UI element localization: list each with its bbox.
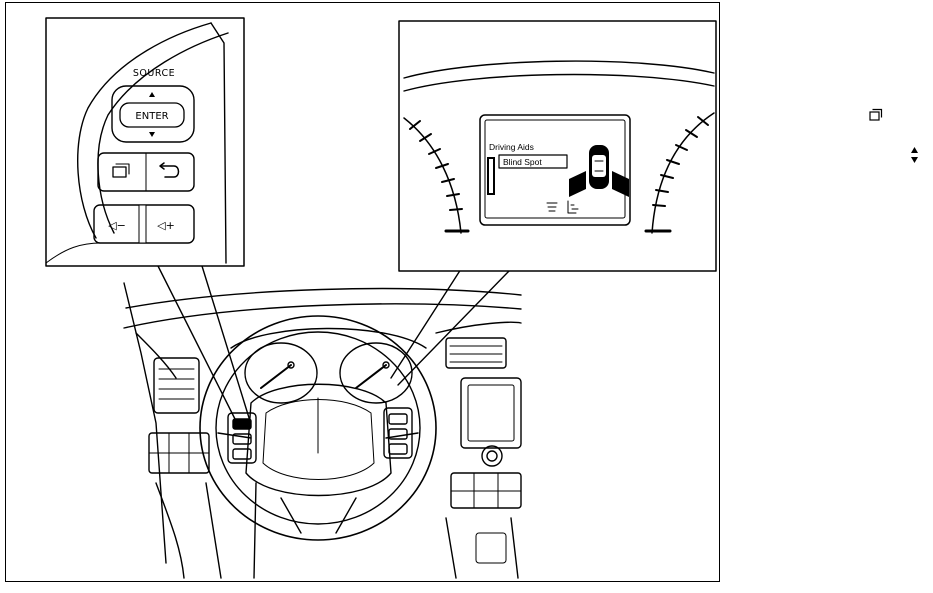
volume-down-button[interactable]: ◁− (108, 219, 126, 232)
center-vent (446, 338, 506, 368)
center-knob (482, 446, 502, 466)
illustration: SOURCE ENTER ◁− ◁+ (6, 3, 720, 582)
center-screen (461, 378, 521, 448)
left-callout-leader-1 (158, 266, 236, 421)
display-scrollbar-thumb (489, 159, 493, 193)
climate-panel-lines (451, 473, 521, 508)
wheel-bottom-spokes (281, 498, 356, 533)
steering-column-right (254, 483, 256, 578)
wheel-right-switch-1 (389, 414, 407, 424)
diagram-figure: SOURCE ENTER ◁− ◁+ (5, 2, 720, 582)
left-pillar (124, 283, 166, 563)
left-knee-panel (156, 483, 184, 578)
console-box (476, 533, 506, 563)
up-down-arrows-icon (910, 146, 919, 164)
left-air-vent (154, 358, 199, 413)
dashboard-illustration (124, 283, 521, 578)
speed-needle (356, 365, 386, 388)
display-menu-title: Driving Aids (489, 142, 534, 152)
center-stack-top (436, 322, 521, 333)
source-button-label: SOURCE (133, 68, 175, 79)
center-vent-slats (450, 346, 502, 362)
center-console (446, 518, 518, 578)
display-selected-item: Blind Spot (503, 157, 542, 167)
menu-square-icon (869, 108, 883, 124)
meter-display-inset: Driving Aids Blind Spot (399, 21, 716, 271)
center-knob-inner (487, 451, 497, 461)
steering-switch-inset: SOURCE ENTER ◁− ◁+ (46, 18, 244, 266)
volume-up-button[interactable]: ◁+ (157, 219, 175, 232)
left-callout-leader-2 (202, 266, 250, 421)
center-screen-inner (468, 385, 514, 441)
steering-column-left (206, 483, 221, 578)
volume-divider (139, 205, 146, 243)
enter-button-label: ENTER (135, 111, 168, 122)
left-vent-slats (159, 369, 194, 399)
wheel-right-switch-3 (389, 444, 407, 454)
tach-needle (261, 365, 291, 388)
right-inset-frame (399, 21, 716, 271)
